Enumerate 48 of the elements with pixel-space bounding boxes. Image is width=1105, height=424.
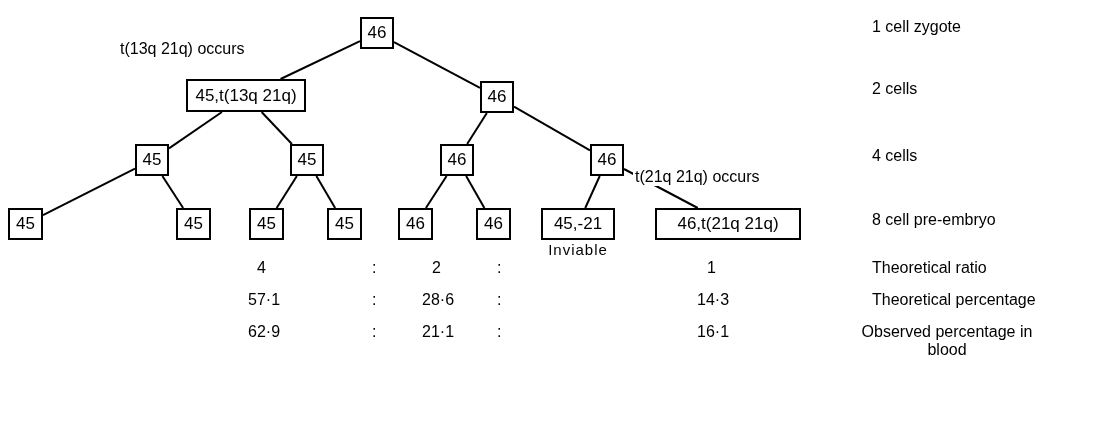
branch-line [161,175,185,209]
branch-line [42,167,136,217]
cell-box [398,208,433,240]
row-label: 1 cell zygote [870,18,963,36]
cell-box [8,208,43,240]
cell-box [360,17,394,49]
branch-line [275,175,298,209]
edge-label: t(13q 21q) occurs [118,40,247,58]
karyotype-text: 45 [16,214,35,234]
branch-line [465,175,486,209]
karyotype-text: 45 [297,150,317,170]
branch-line [513,105,591,152]
branch-line [279,40,361,80]
branch-line [393,41,481,89]
karyotype-text: 45,-21 [553,214,603,234]
karyotype-text: 46 [406,214,425,234]
karyotype-text: 46 [484,214,503,234]
cell-box [476,208,511,240]
row-label: Theoretical percentage [870,291,1038,309]
karyotype-text: 46 [487,87,507,107]
cell-box [290,144,324,176]
branch-line [168,111,223,150]
karyotype-text: 45 [257,214,276,234]
cell-box [440,144,474,176]
cell-box [327,208,362,240]
branch-line [584,175,601,209]
cell-box [655,208,801,240]
cell-box [135,144,169,176]
branch-line [466,112,488,145]
cell-box [590,144,624,176]
karyotype-text: 46 [367,23,387,43]
cell-box [186,79,306,112]
karyotype-text: 45 [142,150,162,170]
karyotype-text: 46 [597,150,617,170]
cell-box [249,208,284,240]
cell-box [176,208,211,240]
karyotype-text: 46 [447,150,467,170]
branch-line [315,175,337,209]
karyotype-text: 45 [184,214,203,234]
cell-box [480,81,514,113]
branch-line [424,175,448,209]
row-label: 8 cell pre-embryo [870,211,998,229]
karyotype-text: 45,t(13q 21q) [195,85,297,106]
branch-line [260,111,293,145]
edge-label: t(21q 21q) occurs [633,168,762,186]
karyotype-text: 46,t(21q 21q) [677,214,779,234]
karyotype-text: 45 [335,214,354,234]
note-text: Inviable [547,241,609,258]
